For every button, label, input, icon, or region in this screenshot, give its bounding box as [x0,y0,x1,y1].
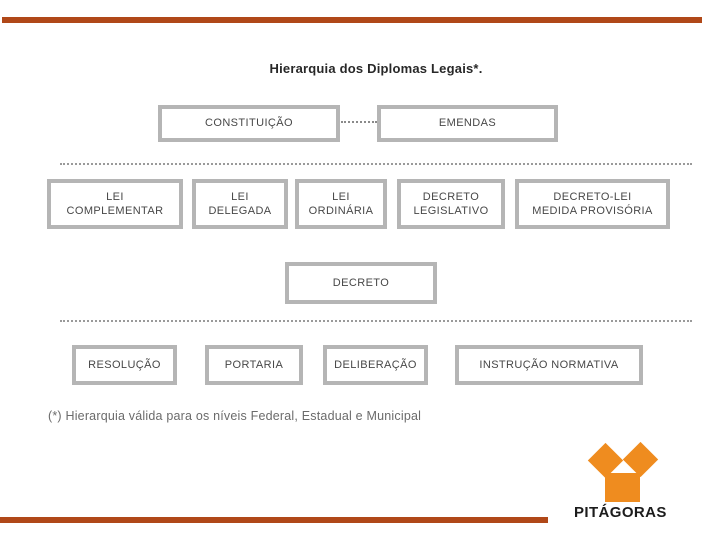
diagram-box-instrucao-normativa: INSTRUÇÃO NORMATIVA [455,345,643,385]
page-title: Hierarquia dos Diplomas Legais*. [269,61,483,76]
bottom-accent-bar [0,517,548,523]
diagram-box-resolucao: RESOLUÇÃO [72,345,177,385]
diagram-box-lei-complementar: LEI COMPLEMENTAR [47,179,183,229]
logo-text: PITÁGORAS [574,504,667,521]
logo-diamond-right [622,441,659,478]
diagram-box-decreto-lei-medida-provisoria: DECRETO-LEI MEDIDA PROVISÓRIA [515,179,670,229]
footnote: (*) Hierarquia válida para os níveis Fed… [48,409,422,423]
diagram-box-lei-delegada: LEI DELEGADA [192,179,288,229]
logo-square [605,473,640,502]
dotted-separator-bottom [60,320,692,322]
diagram-box-lei-ordinaria: LEI ORDINÁRIA [295,179,387,229]
diagram-box-decreto: DECRETO [285,262,437,304]
diagram-box-constituicao: CONSTITUIÇÃO [158,105,340,142]
diagram-box-emendas: EMENDAS [377,105,558,142]
dotted-separator-top [60,163,692,165]
diagram-box-portaria: PORTARIA [205,345,303,385]
diagram-box-decreto-legislativo: DECRETO LEGISLATIVO [397,179,505,229]
dotted-connector [341,121,377,123]
diagram-box-deliberacao: DELIBERAÇÃO [323,345,428,385]
top-accent-bar [2,17,702,23]
